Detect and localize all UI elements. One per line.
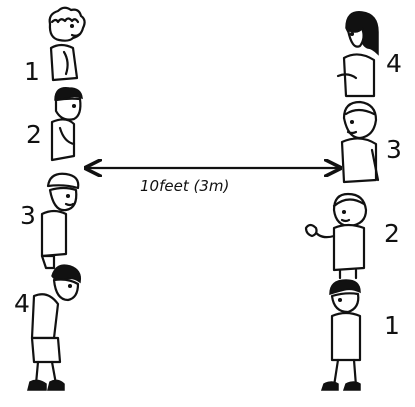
left-child-4 [28,265,80,390]
right-number-3: 3 [386,135,402,164]
left-child-2 [52,88,82,160]
left-child-1 [50,8,85,80]
left-number-1: 1 [24,57,40,86]
right-number-4: 4 [386,49,402,78]
left-number-3: 3 [20,201,36,230]
right-child-3 [342,102,378,182]
right-child-4 [338,12,378,96]
right-number-2: 2 [384,219,400,248]
right-number-1: 1 [384,311,400,340]
right-child-1 [322,280,360,390]
left-number-4: 4 [14,289,30,318]
distance-label: 10feet (3m) [140,177,229,195]
right-child-2 [306,194,366,278]
left-child-3 [42,174,78,268]
left-number-2: 2 [26,120,42,149]
